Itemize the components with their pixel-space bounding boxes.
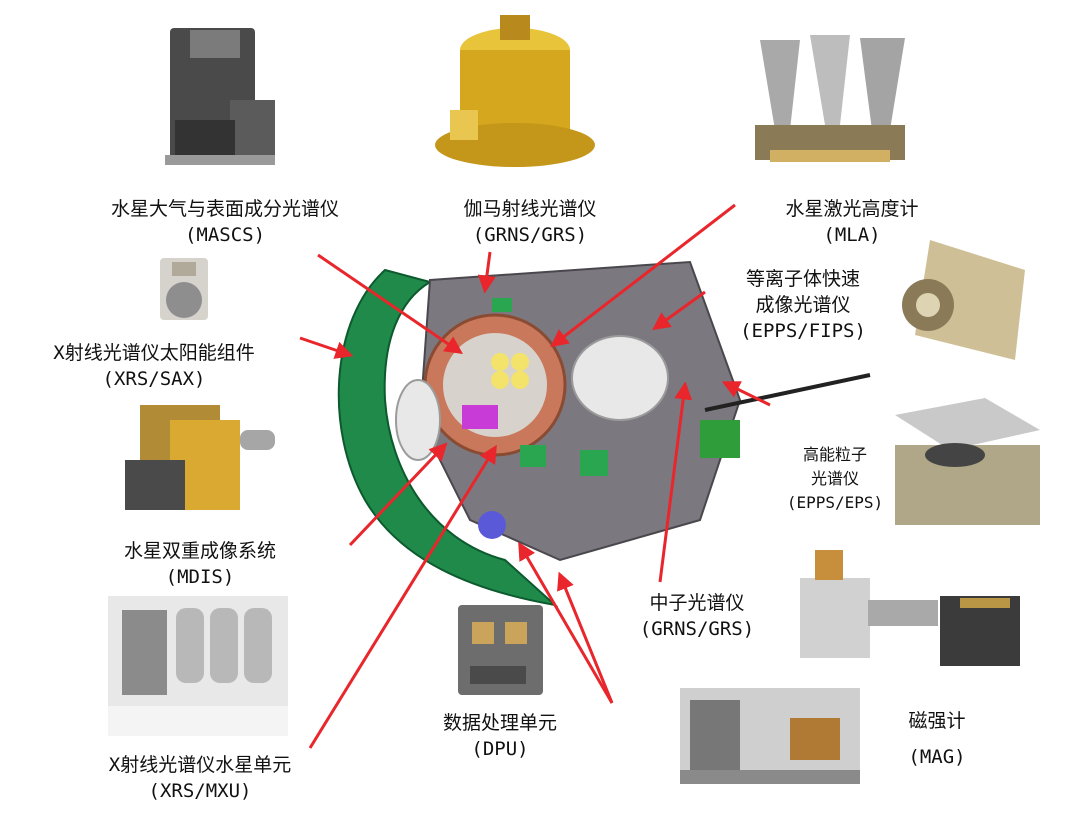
sunshade <box>337 268 559 607</box>
epps-fips-instrument-image <box>902 240 1025 360</box>
arrow-grns-gr <box>658 381 693 583</box>
arrow-xrs-sax <box>299 336 354 359</box>
green-box-1 <box>520 445 546 467</box>
arrow-grs-top <box>477 251 496 294</box>
mag-instrument-image <box>680 688 860 784</box>
fuel-tank-left <box>395 379 441 461</box>
arrow-mla <box>550 203 736 348</box>
arrow-epps-eps <box>721 381 771 407</box>
label-xrs-mxu: X射线光谱仪水星单元 (XRS/MXU) <box>108 754 292 802</box>
label-mag: 磁强计 (MAG) <box>908 710 966 768</box>
blue-dome <box>478 511 506 539</box>
label-epps-eps: 高能粒子 光谱仪 (EPPS/EPS) <box>786 445 884 512</box>
grs-instrument-image <box>435 15 595 167</box>
green-box-3 <box>492 298 512 312</box>
mdis-instrument-image <box>125 405 275 510</box>
mla-instrument-image <box>755 35 905 162</box>
thruster-2 <box>511 353 529 371</box>
mascs-instrument-image <box>165 28 275 165</box>
label-dpu: 数据处理单元 (DPU) <box>442 712 557 760</box>
green-box-2 <box>580 450 608 476</box>
xrs-sax-instrument-image <box>160 258 208 320</box>
arrow-xrs-mxu <box>308 444 497 749</box>
label-epps-fips: 等离子体快速 成像光谱仪 (EPPS/FIPS) <box>740 268 866 342</box>
fuel-tank-right <box>571 335 669 421</box>
label-mdis: 水星双重成像系统 (MDIS) <box>123 540 276 588</box>
label-mascs: 水星大气与表面成分光谱仪 (MASCS) <box>110 198 339 246</box>
label-grs-top: 伽马射线光谱仪 (GRNS/GRS) <box>463 198 597 246</box>
arrow-epps-fips <box>652 290 706 331</box>
thruster-4 <box>511 371 529 389</box>
arrow-dpu-1 <box>518 541 614 704</box>
grns-instrument-image <box>800 550 1020 666</box>
instrument-box-magenta <box>462 405 498 429</box>
epps-eps-instrument-image <box>895 398 1040 525</box>
arrow-dpu-2 <box>557 571 614 704</box>
arrow-mdis <box>348 442 448 547</box>
xrs-mxu-instrument-image <box>108 596 288 736</box>
green-box-4 <box>700 420 740 458</box>
thruster-1 <box>491 353 509 371</box>
dpu-instrument-image <box>458 605 543 695</box>
label-grns-gr: 中子光谱仪 (GRNS/GRS) <box>639 592 755 640</box>
label-mla: 水星激光高度计 (MLA) <box>785 198 919 246</box>
thruster-3 <box>491 371 509 389</box>
label-xrs-sax: X射线光谱仪太阳能组件 (XRS/SAX) <box>53 342 255 390</box>
magnetometer-boom <box>704 373 871 412</box>
arrow-mascs <box>317 253 463 355</box>
